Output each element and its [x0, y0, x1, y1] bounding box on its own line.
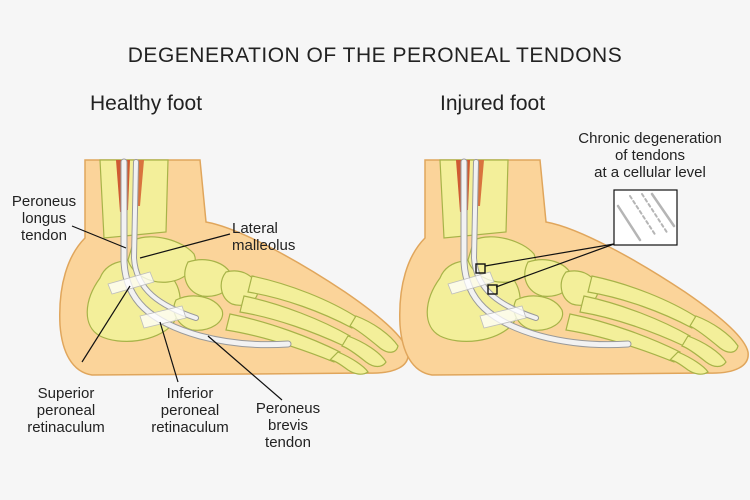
healthy-panel-title: Healthy foot	[90, 92, 203, 115]
injured-foot-illustration	[400, 160, 748, 375]
label-peroneus-longus: Peroneus longus tendon	[11, 193, 77, 244]
injured-callouts	[475, 189, 678, 295]
lesion-marker-upper	[475, 263, 486, 274]
degenerated-fibers	[616, 192, 676, 242]
injured-panel-title: Injured foot	[440, 92, 546, 115]
healthy-foot-illustration	[60, 160, 408, 375]
label-peroneus-brevis: Peroneus brevis tendon	[255, 400, 321, 451]
label-lateral-malleolus: Lateral malleolus	[232, 220, 296, 254]
label-chronic-degeneration: Chronic degeneration of tendons at a cel…	[578, 130, 722, 181]
label-inferior-retinaculum: Inferior peroneal retinaculum	[151, 385, 229, 436]
healthy-leader-lines	[71, 225, 283, 401]
lesion-marker-lower	[487, 284, 498, 295]
diagram-title: DEGENERATION OF THE PERONEAL TENDONS	[127, 44, 623, 67]
label-superior-retinaculum: Superior peroneal retinaculum	[27, 385, 105, 436]
